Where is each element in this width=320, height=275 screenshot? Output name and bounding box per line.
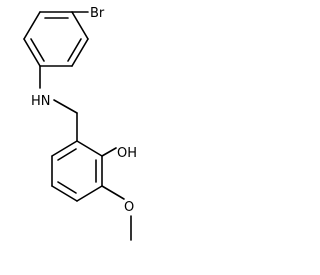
double-bond-inner: [67, 38, 82, 62]
bond-c-o-methoxy: [101, 185, 125, 200]
hydroxyl-label: OH: [117, 146, 137, 161]
bond: [23, 11, 41, 40]
double-bond-inner: [30, 38, 45, 62]
bond: [71, 11, 89, 40]
bond: [51, 140, 78, 157]
bond-n-ch2: [53, 99, 78, 114]
methoxy-oxygen-label: O: [124, 200, 134, 215]
bond: [76, 185, 103, 202]
double-bond-inner: [57, 181, 77, 194]
bond-c-oh: [101, 147, 117, 157]
bond: [76, 140, 103, 157]
bond: [23, 38, 41, 67]
bromine-label: Br: [90, 6, 105, 21]
bromophenyl-ring: [23, 11, 89, 67]
chemical-structure: Br HN OH O: [23, 6, 137, 241]
bond: [71, 38, 89, 67]
bond: [51, 185, 78, 202]
double-bond-inner: [57, 148, 77, 161]
phenol-ring: [51, 140, 103, 202]
amine-label: HN: [31, 94, 51, 109]
